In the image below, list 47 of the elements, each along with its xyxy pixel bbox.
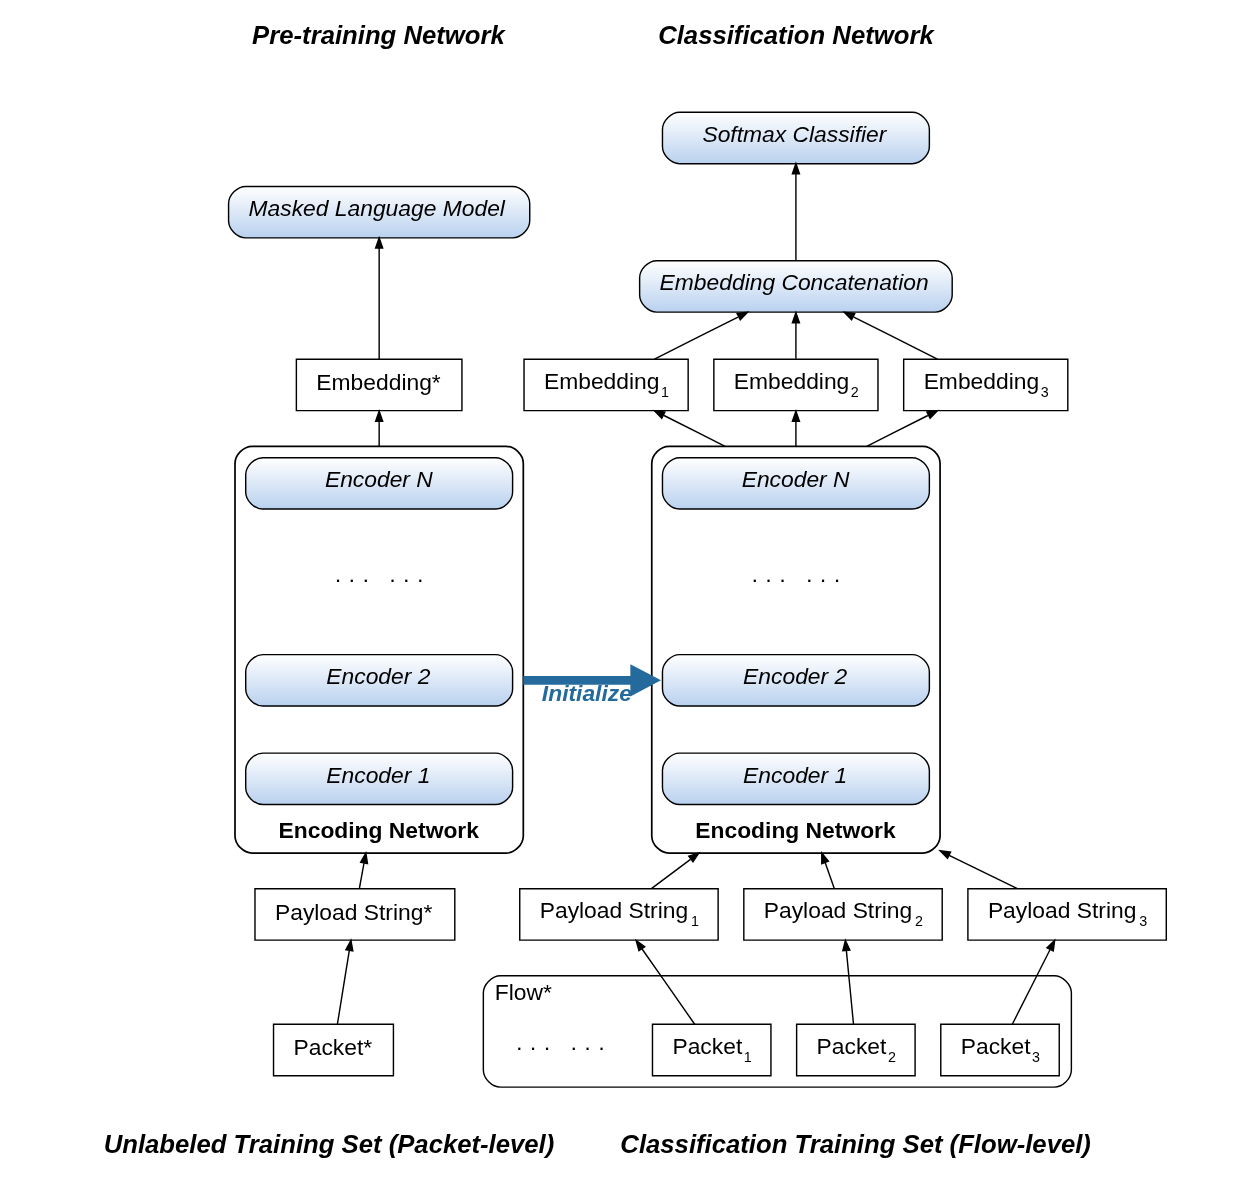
arrow (1011, 938, 1056, 1025)
arrow (790, 161, 800, 262)
arrow (790, 409, 800, 447)
arrow (865, 409, 939, 447)
label: Pre-training Network (251, 21, 505, 50)
arrow (841, 938, 854, 1025)
node-box: Embedding* (295, 358, 463, 412)
arrow (650, 851, 701, 890)
node-box: Embedding$_{3}$ (902, 358, 1069, 412)
arrow (522, 664, 661, 697)
node-box: Encoder N (244, 457, 513, 510)
node-box: Masked Language Model (227, 185, 530, 239)
node-box: Payload String* (253, 888, 455, 941)
node-box: Embedding$_{1}$ (522, 358, 689, 412)
label: Classification Network (657, 21, 934, 50)
node-box: Embedding$_{2}$ (712, 358, 879, 412)
node-box: Packet$_{1}$ (651, 1023, 772, 1077)
arrow (374, 235, 384, 360)
node-box: Encoder 2 (661, 653, 930, 707)
label: · · · · · · (514, 1034, 605, 1061)
node-box: Payload String$_{1}$ (518, 888, 719, 941)
arrow (651, 409, 726, 447)
node-box: Encoder N (661, 457, 930, 510)
node-box: Packet$_{2}$ (795, 1023, 916, 1077)
node-box: Payload String$_{2}$ (742, 888, 943, 941)
node-box: Payload String$_{3}$ (966, 888, 1167, 941)
arrow (634, 938, 695, 1025)
arrow (374, 409, 384, 447)
label: Classification Training Set (Flow-level) (619, 1130, 1091, 1159)
arrow (336, 938, 354, 1025)
label: · · · · · · (750, 566, 841, 593)
node-box: Embedding Concatenation (638, 260, 953, 313)
arrow (820, 851, 835, 890)
node-box: Encoder 1 (661, 752, 930, 806)
node-box: Encoder 1 (244, 752, 513, 806)
arrow (841, 311, 938, 360)
arrow (653, 311, 750, 360)
label: Unlabeled Training Set (Packet-level) (103, 1130, 554, 1159)
arrow (358, 850, 368, 890)
node-box: Packet* (272, 1023, 394, 1077)
edge-label: Initialize (541, 680, 632, 707)
arrow (937, 849, 1018, 890)
arrow (790, 310, 800, 360)
node-box: Encoder 2 (244, 653, 513, 707)
node-box: Packet$_{3}$ (939, 1023, 1060, 1077)
node-box: Softmax Classifier (661, 111, 930, 165)
label: · · · · · · (333, 566, 424, 593)
